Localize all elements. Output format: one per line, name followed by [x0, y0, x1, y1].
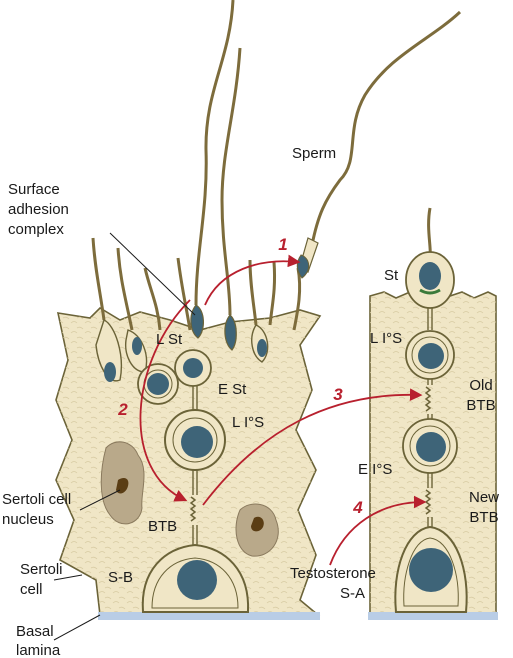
- arrow-step-3: [202, 388, 423, 506]
- label-surface-adhesion-2: adhesion: [8, 201, 69, 218]
- label-btb-left: BTB: [148, 518, 177, 535]
- label-sertoli-nucleus-2: nucleus: [2, 511, 54, 528]
- step-number-2: 2: [117, 400, 128, 419]
- label-spermatid-right: St: [384, 267, 399, 284]
- label-s-b: S-B: [108, 569, 133, 586]
- step-number-1: 1: [278, 235, 287, 254]
- arrow-step-4: [329, 495, 427, 566]
- released-sperm: [296, 10, 462, 279]
- label-surface-adhesion-1: Surface: [8, 181, 60, 198]
- label-testosterone: Testosterone: [290, 565, 376, 582]
- label-late-primary-spermatocyte-right: L I°S: [370, 330, 402, 347]
- label-early-primary-spermatocyte: E I°S: [358, 461, 392, 478]
- label-basal-lamina-2: lamina: [16, 642, 61, 658]
- leader-lines: [53, 232, 196, 641]
- label-new-btb-1: New: [469, 489, 499, 506]
- label-old-btb-1: Old: [469, 377, 492, 394]
- label-surface-adhesion-3: complex: [8, 221, 64, 238]
- label-early-spermatid: E St: [218, 381, 247, 398]
- arrow-step-2: [139, 299, 191, 502]
- step-number-3: 3: [333, 385, 343, 404]
- label-sertoli-cell-2: cell: [20, 581, 43, 598]
- sertoli-nuclei: [100, 441, 279, 557]
- step-number-4: 4: [352, 498, 363, 517]
- late-spermatid-heads: [95, 304, 269, 382]
- label-basal-lamina-1: Basal: [16, 623, 54, 640]
- label-sertoli-cell-1: Sertoli: [20, 561, 63, 578]
- basal-lamina-band-right: [368, 612, 498, 620]
- left-germ-cells: [141, 386, 250, 613]
- label-new-btb-2: BTB: [469, 509, 498, 526]
- sperm-tails: [91, 0, 302, 331]
- label-old-btb-2: BTB: [466, 397, 495, 414]
- label-sperm: Sperm: [292, 145, 336, 162]
- process-arrows: [139, 254, 427, 566]
- label-sertoli-nucleus-1: Sertoli cell: [2, 491, 71, 508]
- basal-lamina-band: [98, 612, 320, 620]
- early-spermatids: [137, 349, 212, 405]
- label-s-a: S-A: [340, 585, 365, 602]
- label-late-spermatid: L St: [156, 331, 183, 348]
- arrow-step-1: [204, 254, 301, 306]
- label-late-primary-spermatocyte-left: L I°S: [232, 414, 264, 431]
- right-germ-cells: [394, 207, 468, 613]
